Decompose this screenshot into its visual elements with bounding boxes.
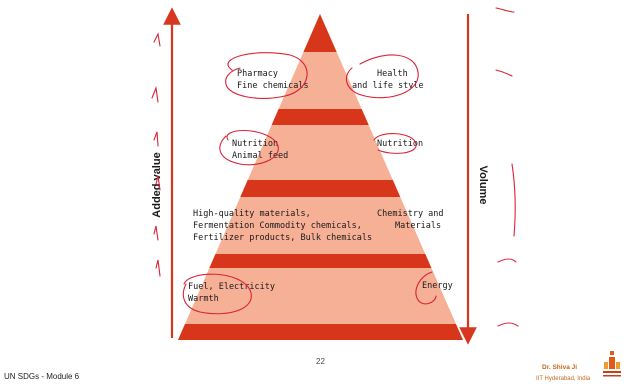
tier-nutrition: Nutrition Animal feed Nutrition xyxy=(232,139,423,161)
footer-module-title: UN SDGs - Module 6 xyxy=(4,372,80,381)
tier-pharmacy: Pharmacy Fine chemicals Health and life … xyxy=(237,69,424,91)
tier-nutrition-left-line-2: Animal feed xyxy=(232,151,288,161)
author-affiliation: IIT Hyderabad, India xyxy=(536,376,591,382)
tier-chemicals-left-line-2: Fermentation Commodity chemicals, xyxy=(193,221,362,231)
tick-mark-annotation xyxy=(151,85,159,103)
pyramid-band-apex xyxy=(178,14,463,52)
bracket-annotation xyxy=(495,7,515,13)
pyramid-band-base xyxy=(178,324,463,340)
page-number: 22 xyxy=(316,357,325,366)
pyramid-band-2 xyxy=(178,180,463,197)
pyramid-band-3 xyxy=(178,254,463,268)
tier-energy-left-line-1: Fuel, Electricity xyxy=(188,282,275,292)
volume-label: Volume xyxy=(477,166,489,205)
bracket-annotation xyxy=(511,163,516,237)
bracket-annotation xyxy=(497,258,517,263)
tier-pharmacy-right-line-2: and life style xyxy=(352,81,424,91)
tick-mark-annotation xyxy=(155,175,161,191)
tier-nutrition-left-line-1: Nutrition xyxy=(232,139,278,149)
tick-mark-annotation xyxy=(153,32,161,47)
bracket-annotation xyxy=(497,322,519,327)
tick-mark-annotation xyxy=(153,225,159,241)
bracket-annotation xyxy=(495,69,513,77)
tier-pharmacy-right-line-1: Health xyxy=(377,69,408,79)
tier-chemicals-left-line-1: High-quality materials, xyxy=(193,209,311,219)
circle-health-annotation xyxy=(345,54,419,99)
circle-pharmacy-annotation xyxy=(225,52,308,99)
pyramid-band-1 xyxy=(178,109,463,125)
added-value-axis: Added value xyxy=(151,7,181,338)
tier-chemicals-right-line-1: Chemistry and xyxy=(377,209,444,219)
tier-pharmacy-left-line-2: Fine chemicals xyxy=(237,81,309,91)
tier-pharmacy-left-line-1: Pharmacy xyxy=(237,69,278,79)
author-name: Dr. Shiva Ji xyxy=(542,364,578,371)
circle-energy-annotation xyxy=(415,271,437,305)
tier-nutrition-right-line-1: Nutrition xyxy=(377,139,423,149)
circle-fuel-annotation xyxy=(182,273,252,315)
tier-energy-left-line-2: Warmth xyxy=(188,294,219,304)
circle-nutrition-left-annotation xyxy=(219,130,279,166)
volume-axis: Volume xyxy=(459,14,489,345)
tier-energy: Fuel, Electricity Warmth Energy xyxy=(188,281,453,304)
circle-nutrition-right-annotation xyxy=(373,133,417,154)
tier-chemicals-right-line-2: Materials xyxy=(395,221,441,231)
tick-mark-annotation xyxy=(153,131,159,147)
tier-chemicals: High-quality materials, Fermentation Com… xyxy=(193,209,444,243)
institute-logo xyxy=(603,351,621,377)
tier-energy-right-line-1: Energy xyxy=(422,281,453,291)
tier-chemicals-left-line-3: Fertilizer products, Bulk chemicals xyxy=(193,233,372,243)
tick-mark-annotation xyxy=(155,259,161,277)
added-value-label: Added value xyxy=(151,152,163,217)
handwritten-annotations xyxy=(151,7,519,327)
